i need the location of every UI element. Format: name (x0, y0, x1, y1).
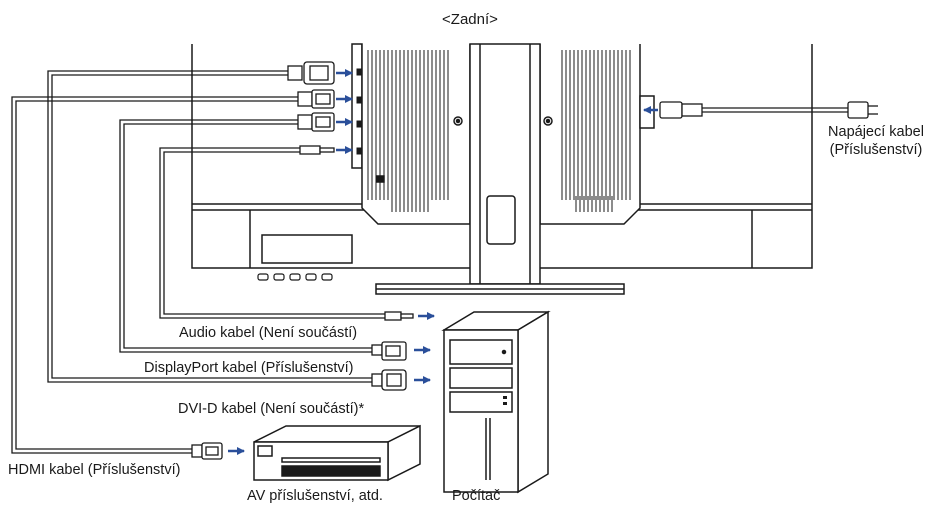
monitor-control-buttons (257, 273, 333, 281)
vent-left (367, 50, 449, 200)
monitor-ports (356, 68, 362, 155)
av-equipment (253, 424, 421, 482)
kensington-lock-icon (376, 175, 385, 183)
hdmi-cable-line (11, 96, 298, 454)
power-cable-accessory-label: (Příslušenství) (830, 142, 923, 158)
computer-label: Počítač (452, 488, 500, 504)
hdmi-plug-av (191, 444, 203, 458)
computer-tower (441, 310, 551, 494)
cable-lines (11, 70, 848, 454)
displayport-cable-label: DisplayPort kabel (Příslušenství) (144, 360, 354, 376)
power-plug-wall (847, 101, 869, 119)
vent-right (561, 50, 631, 200)
dvi-cable-line (47, 70, 372, 383)
stand-cable-clip (486, 195, 516, 245)
displayport-plug-monitor (297, 114, 313, 130)
device-side-plugs (191, 311, 414, 460)
audio-cable-line (159, 147, 385, 319)
monitor-port-arrows (336, 69, 658, 154)
displayport-port (356, 120, 362, 128)
device-port-arrows (228, 312, 435, 455)
audio-plug-pc (384, 311, 402, 321)
monitor-side-plugs (287, 61, 878, 155)
audio-plug-monitor (299, 145, 321, 155)
dvid-cable-label: DVI-D kabel (Není součástí)* (178, 401, 365, 417)
power-cable-label: Napájecí kabel (828, 124, 924, 140)
dvi-plug-pc (371, 373, 383, 387)
screw-right (543, 116, 553, 126)
rear-view-title: <Zadní> (442, 11, 498, 28)
monitor-rear (191, 43, 813, 295)
dvi-port (356, 68, 362, 76)
hdmi-cable-label: HDMI kabel (Příslušenství) (8, 462, 180, 478)
vent-bottom (391, 196, 613, 212)
power-plug-monitor (659, 101, 683, 119)
monitor-label-plate (261, 234, 353, 264)
power-socket (639, 95, 655, 129)
displayport-plug-pc (371, 344, 383, 356)
hdmi-port (356, 96, 362, 104)
screw-left (453, 116, 463, 126)
audio-cable-label: Audio kabel (Není součástí) (179, 325, 357, 341)
av-equipment-label: AV příslušenství, atd. (247, 488, 383, 504)
dvi-plug-monitor (287, 65, 303, 81)
hdmi-plug-monitor (297, 91, 313, 107)
displayport-cable-line (119, 119, 372, 353)
audio-port (356, 147, 362, 155)
